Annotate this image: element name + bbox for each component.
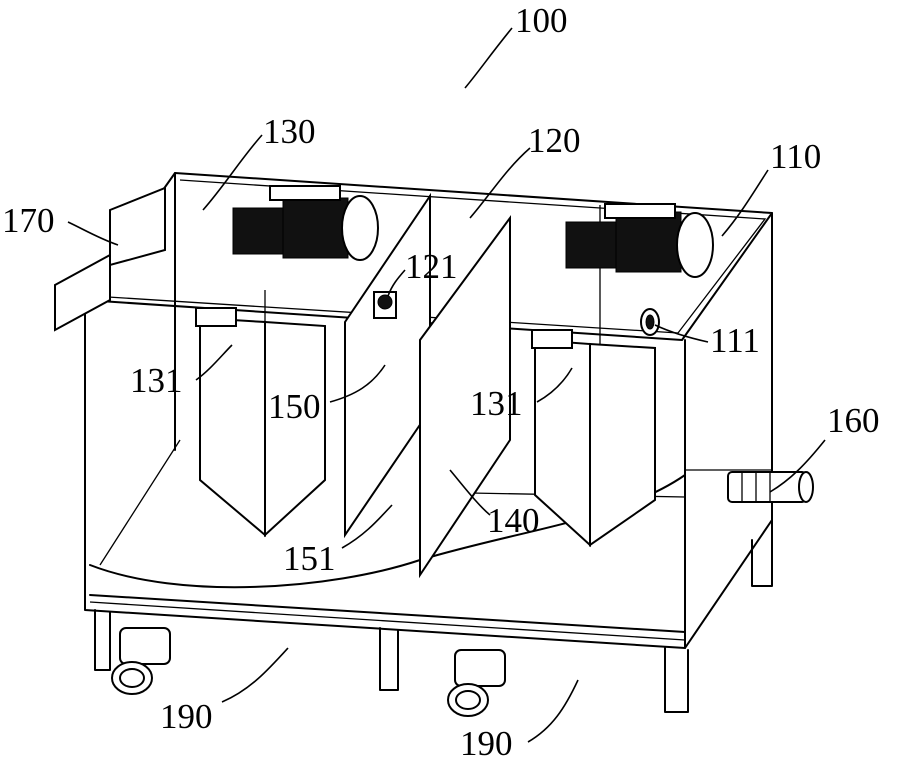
label-151: 151	[283, 539, 336, 578]
label-190-left: 190	[160, 697, 213, 736]
drain-valve-right	[447, 649, 506, 717]
motor-right	[565, 203, 714, 278]
label-100: 100	[515, 1, 568, 40]
motor-left	[232, 185, 379, 261]
filter-bag-131-right	[531, 329, 656, 548]
label-110: 110	[770, 137, 821, 176]
leader-lines	[67, 27, 826, 743]
reference-labels: 100 130 120 110 170 121 111 131 150 131 …	[2, 1, 880, 763]
label-160: 160	[827, 401, 880, 440]
inlet-chute-170	[54, 186, 166, 332]
label-121: 121	[405, 247, 458, 286]
outlet-pipe-160	[727, 471, 814, 503]
fitting-121	[373, 291, 397, 319]
label-140: 140	[487, 501, 540, 540]
label-131-right: 131	[470, 384, 523, 423]
label-130: 130	[263, 112, 316, 151]
label-170: 170	[2, 201, 55, 240]
label-190-right: 190	[460, 724, 513, 763]
drain-valve-left	[111, 627, 171, 695]
support-legs	[94, 519, 773, 713]
label-111: 111	[710, 321, 760, 360]
label-120: 120	[528, 121, 581, 160]
filter-bag-131-left	[195, 290, 326, 538]
fitting-111	[640, 308, 660, 336]
partition-140	[419, 214, 511, 579]
label-150: 150	[268, 387, 321, 426]
label-131-left: 131	[130, 361, 183, 400]
